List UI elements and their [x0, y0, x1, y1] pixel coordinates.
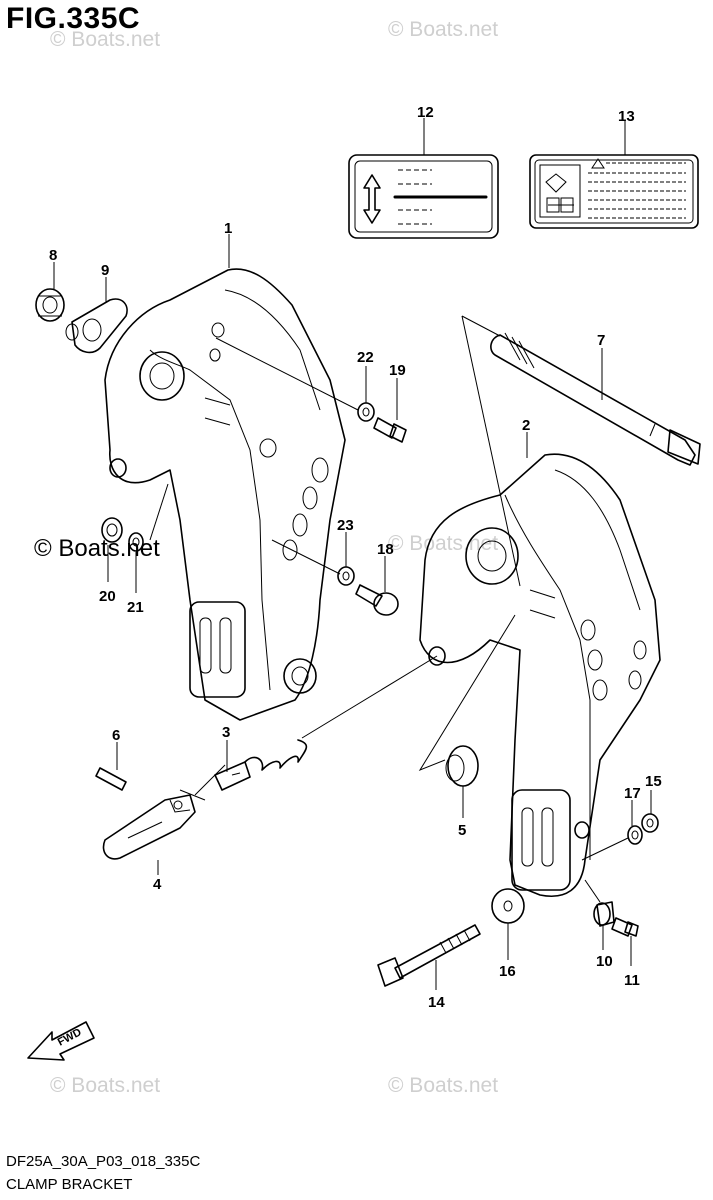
callout-8: 8 — [49, 247, 57, 264]
callouts: 12 13 1 8 9 22 19 7 2 23 18 20 21 3 6 4 … — [49, 104, 662, 1011]
callout-2: 2 — [522, 417, 530, 434]
nut-part-8 — [35, 288, 65, 322]
callout-10: 10 — [596, 953, 613, 970]
callout-7: 7 — [597, 332, 605, 349]
callout-19: 19 — [389, 362, 406, 379]
callout-4: 4 — [153, 876, 162, 893]
callout-15: 15 — [645, 773, 662, 790]
watermark: © Boats.net — [50, 1074, 160, 1097]
collar-part-10 — [593, 901, 615, 927]
nut-part-20 — [101, 517, 123, 543]
figure-code: DF25A_30A_P03_018_335C — [6, 1153, 201, 1170]
callout-16: 16 — [499, 963, 516, 980]
washer-part-23 — [337, 566, 355, 586]
washer-part-17 — [627, 825, 643, 845]
callout-1: 1 — [224, 220, 232, 237]
shaft-part-7 — [490, 332, 701, 466]
label-plate-12 — [348, 154, 499, 239]
callout-5: 5 — [458, 822, 466, 839]
clamp-bracket-right-part-2 — [419, 453, 661, 897]
callout-23: 23 — [337, 517, 354, 534]
bolt-part-11 — [611, 917, 639, 937]
callout-6: 6 — [112, 727, 120, 744]
spring-part-3 — [214, 739, 308, 791]
callout-17: 17 — [624, 785, 641, 802]
plate-part-9 — [65, 298, 128, 354]
forward-direction-arrow: FWD — [27, 1021, 95, 1061]
callout-13: 13 — [618, 108, 635, 125]
callout-18: 18 — [377, 541, 394, 558]
cap-part-5 — [445, 745, 479, 787]
watermark: © Boats.net — [50, 28, 160, 51]
nut-part-15 — [641, 813, 659, 833]
callout-21: 21 — [127, 599, 144, 616]
lever-part-4 — [102, 794, 196, 860]
pin-part-6 — [95, 767, 127, 791]
washer-part-21 — [128, 532, 144, 552]
callout-3: 3 — [222, 724, 230, 741]
callout-9: 9 — [101, 262, 109, 279]
bolt-part-14 — [377, 924, 481, 987]
callout-11: 11 — [624, 972, 640, 989]
watermark: © Boats.net — [388, 532, 498, 555]
bolt-part-18 — [355, 584, 399, 616]
washer-part-16 — [491, 888, 525, 924]
figure-name: CLAMP BRACKET — [6, 1176, 133, 1193]
washer-part-22 — [357, 402, 375, 422]
callout-22: 22 — [357, 349, 374, 366]
figure-title: FIG.335C — [6, 2, 141, 35]
watermark: © Boats.net — [388, 18, 498, 41]
bolt-part-19 — [373, 417, 407, 443]
label-plate-13 — [529, 154, 699, 229]
callout-14: 14 — [428, 994, 445, 1011]
leader-lines — [53, 118, 652, 990]
callout-12: 12 — [417, 104, 434, 121]
watermark: © Boats.net — [388, 1074, 498, 1097]
callout-20: 20 — [99, 588, 116, 605]
clamp-bracket-left-part-1 — [104, 268, 346, 721]
